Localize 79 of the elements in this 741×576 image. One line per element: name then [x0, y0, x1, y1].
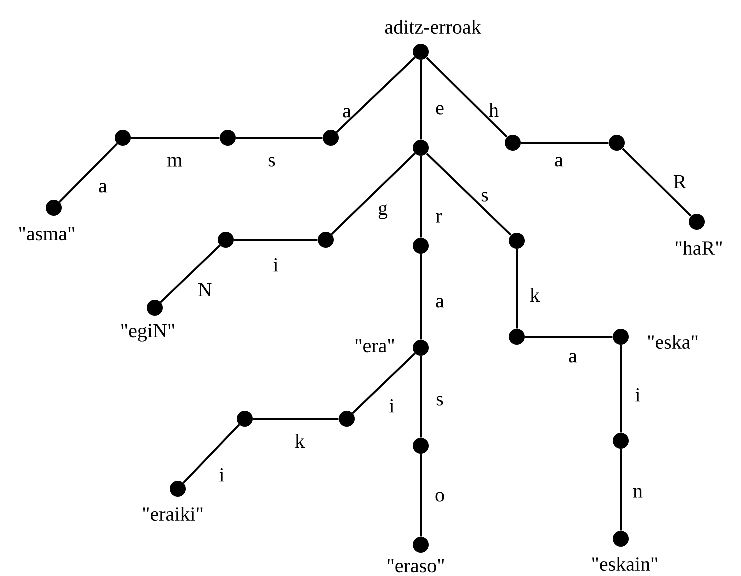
- branch-line: [234, 239, 318, 241]
- dot: [413, 438, 429, 454]
- dot: [339, 411, 355, 427]
- branch-line: [420, 156, 422, 238]
- branch-line: [620, 449, 622, 531]
- dot: [509, 329, 525, 345]
- edge-label: a: [436, 298, 444, 308]
- node-caption: "eraiki": [143, 506, 203, 522]
- dot: [505, 135, 521, 151]
- dot: [613, 531, 629, 547]
- edge-label: n: [633, 488, 643, 498]
- branch-line: [160, 245, 221, 304]
- node-caption: "eskain": [592, 556, 658, 572]
- edge-label: a: [555, 157, 564, 167]
- branch-line: [516, 249, 518, 329]
- edge-label: i: [636, 388, 640, 402]
- edge-label: m: [168, 157, 182, 167]
- dot: [413, 340, 429, 356]
- dot: [609, 135, 625, 151]
- edge-label: k: [295, 434, 305, 448]
- dot: [413, 537, 429, 553]
- edge-label: i: [390, 399, 394, 413]
- edge-label: a: [99, 183, 108, 193]
- dot: [689, 214, 705, 230]
- branch-line: [420, 356, 422, 438]
- edge-label: e: [436, 105, 444, 115]
- edge-label: g: [378, 204, 388, 220]
- node-caption: "haR": [676, 240, 722, 256]
- edge-label: R: [674, 175, 687, 189]
- node-caption: "era": [356, 339, 394, 353]
- edge-label: r: [436, 213, 442, 223]
- branch-line: [131, 137, 220, 139]
- node-caption: "egiN": [122, 324, 174, 342]
- dot: [220, 130, 236, 146]
- branch-line: [420, 454, 422, 537]
- dot: [115, 130, 131, 146]
- edge-label: k: [530, 288, 540, 302]
- edge-label: a: [569, 353, 578, 363]
- branch-line: [426, 57, 508, 138]
- dot: [318, 232, 334, 248]
- dot: [413, 140, 429, 156]
- dot: [147, 300, 163, 316]
- dot: [323, 130, 339, 146]
- dot: [237, 411, 253, 427]
- dot: [170, 481, 186, 497]
- dot: [413, 44, 429, 60]
- edge-label: s: [482, 192, 488, 202]
- branch-line: [331, 153, 416, 235]
- node-caption: "eska": [648, 334, 698, 350]
- edge-label: a: [343, 108, 352, 118]
- branch-line: [236, 137, 323, 139]
- branch-line: [253, 418, 339, 420]
- branch-line: [59, 143, 118, 203]
- edge-label: s: [268, 157, 276, 167]
- node-caption: aditz-erroak: [385, 20, 482, 34]
- edge-label: i: [220, 468, 224, 482]
- branch-line: [521, 142, 609, 144]
- edge-label: o: [436, 492, 444, 502]
- branch-line: [352, 353, 416, 414]
- dot: [509, 233, 525, 249]
- branch-line: [336, 57, 416, 134]
- dot: [218, 232, 234, 248]
- edge-label: s: [436, 396, 444, 406]
- branch-line: [622, 148, 692, 217]
- branch-line: [525, 336, 613, 338]
- branch-line: [620, 345, 622, 433]
- branch-line: [420, 60, 422, 140]
- edge-label: N: [198, 283, 212, 297]
- branch-line: [420, 254, 422, 340]
- branch-line: [183, 424, 240, 484]
- node-caption: "eraso": [388, 559, 444, 573]
- dot: [413, 238, 429, 254]
- node-caption: "asma": [20, 227, 74, 241]
- branch-line: [426, 153, 512, 236]
- dot: [613, 433, 629, 449]
- edge-label: i: [274, 258, 278, 272]
- dot: [613, 329, 629, 345]
- dot: [46, 200, 62, 216]
- edge-label: h: [489, 103, 499, 117]
